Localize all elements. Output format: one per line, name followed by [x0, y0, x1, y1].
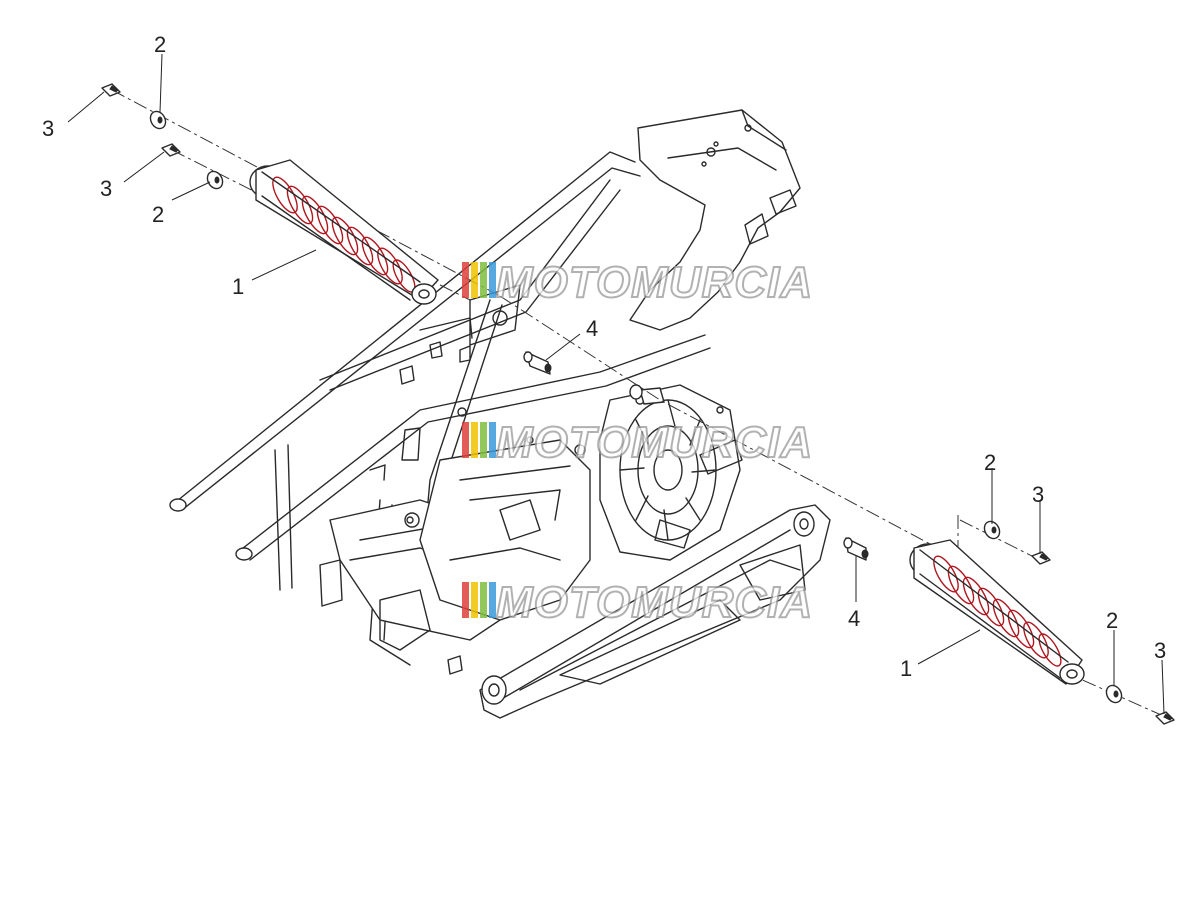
callout-labels: 2 3 3 2 1 4 2 3 4 2 3 1 — [42, 32, 1166, 681]
watermark-text-2: MOTOMURCIA — [496, 418, 813, 467]
callout-4-lower: 4 — [848, 606, 860, 631]
callout-2-second: 2 — [152, 202, 164, 227]
callout-2-right-upper: 2 — [984, 450, 996, 475]
leader-lines — [67, 53, 1165, 715]
callout-3-right-upper: 3 — [1032, 482, 1044, 507]
callout-1-right: 1 — [900, 656, 912, 681]
watermark-text-1: MOTOMURCIA — [496, 258, 813, 307]
washers — [149, 110, 1123, 704]
watermark-3: MOTOMURCIA — [462, 577, 813, 628]
watermark-1: MOTOMURCIA — [462, 257, 813, 308]
pins — [523, 351, 869, 561]
callout-3-right-lower: 3 — [1154, 638, 1166, 663]
callout-2-top: 2 — [154, 32, 166, 57]
watermark-text-3: MOTOMURCIA — [496, 578, 813, 627]
shock-absorber-left — [249, 159, 439, 305]
callout-4-upper: 4 — [586, 316, 598, 341]
callout-3-second: 3 — [100, 176, 112, 201]
watermark-2: MOTOMURCIA — [462, 417, 813, 468]
callout-3-top: 3 — [42, 116, 54, 141]
screws — [101, 83, 1175, 725]
engine-swingarm — [379, 384, 831, 719]
callout-1-left: 1 — [232, 274, 244, 299]
callout-2-right-lower: 2 — [1106, 608, 1118, 633]
shock-absorber-right — [909, 539, 1085, 685]
